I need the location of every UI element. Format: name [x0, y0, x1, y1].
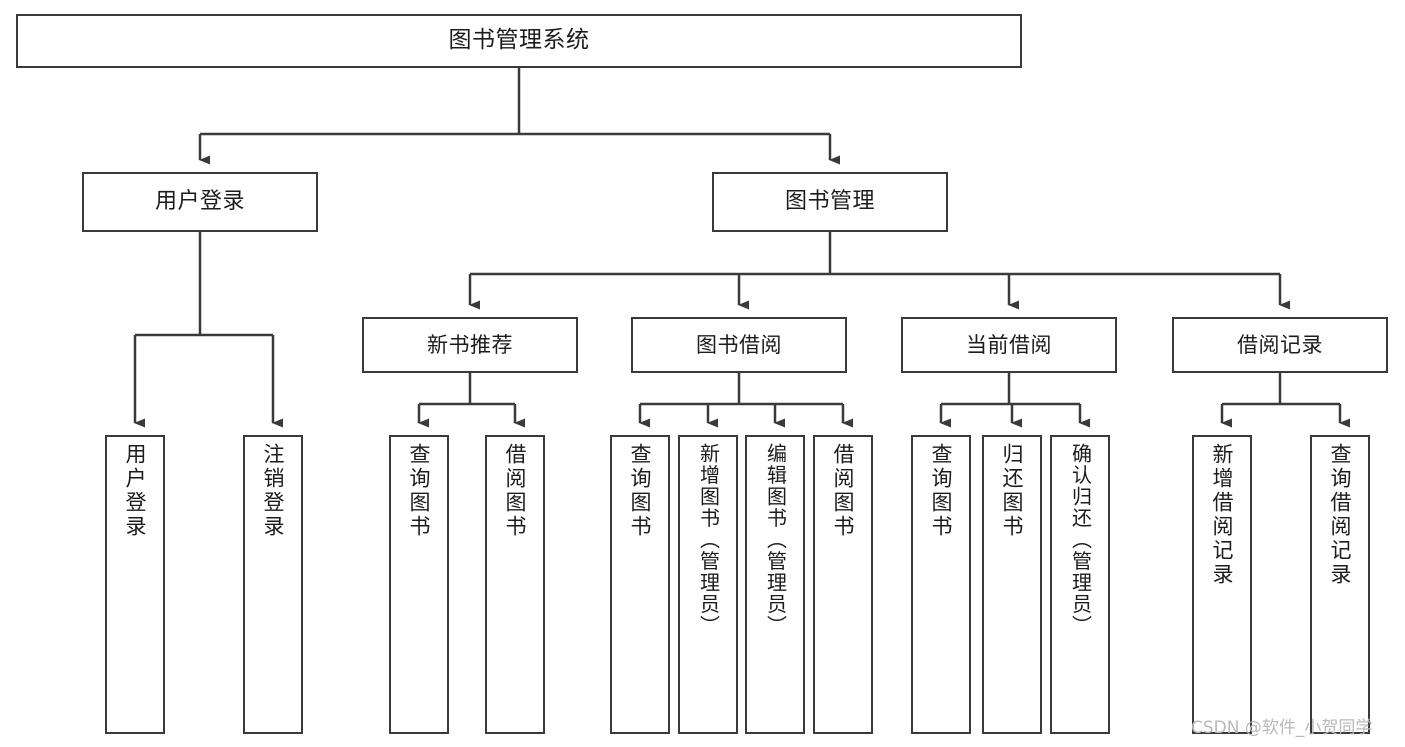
node-borrowing-record[interactable]: 借阅记录: [1172, 317, 1388, 373]
node-leaf-return-book[interactable]: 归还图书: [982, 435, 1042, 734]
node-root-book-management-system[interactable]: 图书管理系统: [16, 14, 1022, 68]
node-leaf-add-book-admin-label: 新增图书（管理员）: [696, 443, 721, 637]
node-leaf-edit-book-admin-label: 编辑图书（管理员）: [763, 443, 788, 637]
node-leaf-query-book-recommendation[interactable]: 查询图书: [389, 435, 449, 734]
node-leaf-confirm-return-admin-label: 确认归还（管理员）: [1068, 443, 1093, 637]
node-leaf-add-book-admin[interactable]: 新增图书（管理员）: [678, 435, 738, 734]
node-book-borrowing[interactable]: 图书借阅: [631, 317, 847, 373]
node-leaf-logout[interactable]: 注销登录: [243, 435, 303, 734]
node-leaf-query-borrowing-record-label: 查询借阅记录: [1328, 443, 1353, 587]
node-new-book-recommendation[interactable]: 新书推荐: [362, 317, 578, 373]
node-book-management-label: 图书管理: [784, 189, 875, 215]
node-leaf-borrow-book-recommendation-label: 借阅图书: [503, 443, 528, 539]
node-current-borrowing[interactable]: 当前借阅: [901, 317, 1117, 373]
node-leaf-user-login-label: 用户登录: [123, 443, 148, 539]
node-leaf-borrow-book-borrowing-label: 借阅图书: [831, 443, 856, 539]
node-leaf-query-book-borrowing-label: 查询图书: [628, 443, 653, 539]
node-leaf-logout-label: 注销登录: [261, 443, 286, 539]
node-leaf-query-book-recommendation-label: 查询图书: [407, 443, 432, 539]
node-book-management[interactable]: 图书管理: [712, 172, 948, 232]
node-leaf-add-borrowing-record[interactable]: 新增借阅记录: [1192, 435, 1252, 734]
node-user-login[interactable]: 用户登录: [82, 172, 318, 232]
node-book-borrowing-label: 图书借阅: [696, 332, 782, 357]
node-leaf-user-login[interactable]: 用户登录: [105, 435, 165, 734]
node-leaf-borrow-book-borrowing[interactable]: 借阅图书: [813, 435, 873, 734]
node-root-label: 图书管理系统: [448, 27, 590, 54]
node-leaf-borrow-book-recommendation[interactable]: 借阅图书: [485, 435, 545, 734]
node-current-borrowing-label: 当前借阅: [966, 332, 1052, 357]
node-leaf-return-book-label: 归还图书: [1000, 443, 1025, 539]
node-user-login-label: 用户登录: [154, 189, 245, 215]
node-leaf-edit-book-admin[interactable]: 编辑图书（管理员）: [745, 435, 805, 734]
node-new-book-recommendation-label: 新书推荐: [427, 332, 513, 357]
node-leaf-confirm-return-admin[interactable]: 确认归还（管理员）: [1050, 435, 1110, 734]
node-leaf-query-book-borrowing[interactable]: 查询图书: [610, 435, 670, 734]
node-leaf-query-borrowing-record[interactable]: 查询借阅记录: [1310, 435, 1370, 734]
node-leaf-query-book-current[interactable]: 查询图书: [911, 435, 971, 734]
node-leaf-add-borrowing-record-label: 新增借阅记录: [1210, 443, 1235, 587]
node-borrowing-record-label: 借阅记录: [1237, 332, 1323, 357]
node-leaf-query-book-current-label: 查询图书: [929, 443, 954, 539]
